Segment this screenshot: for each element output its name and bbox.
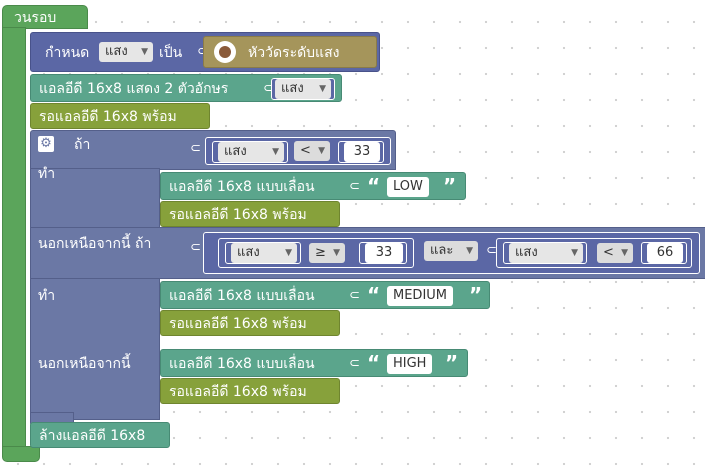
compare-block-1[interactable]: แสง▼ <▼ 33 xyxy=(205,137,391,165)
cond1-number-field[interactable]: 33 xyxy=(344,142,380,162)
led-clear-label: ล้างแอลอีดี 16x8 xyxy=(39,428,146,444)
input-connector-icon: ⊂ xyxy=(190,240,201,255)
wait-label: รอแอลอีดี 16x8 พร้อม xyxy=(169,207,307,223)
if-label: ถ้า xyxy=(74,137,91,153)
cond1-variable-dropdown[interactable]: แสง▼ xyxy=(218,142,284,162)
led-scroll-block-medium[interactable]: แอลอีดี 16x8 แบบเลื่อน ⊂ “ MEDIUM ” xyxy=(160,281,490,309)
else-label: นอกเหนือจากนี้ xyxy=(38,356,131,372)
compare-block-2a[interactable]: แสง▼ ≥▼ 33 xyxy=(218,238,414,268)
chevron-down-icon: ▼ xyxy=(621,248,628,258)
do2-label: ทำ xyxy=(38,288,56,304)
led-clear-block[interactable]: ล้างแอลอีดี 16x8 xyxy=(30,422,170,448)
chevron-down-icon: ▼ xyxy=(333,248,340,258)
cond1-operator-dropdown[interactable]: <▼ xyxy=(294,141,330,161)
chevron-down-icon: ▼ xyxy=(319,84,326,94)
cond2a-variable-block[interactable]: แสง▼ xyxy=(225,242,301,264)
show-variable-dropdown[interactable]: แสง▼ xyxy=(275,79,331,99)
text-field-low[interactable]: LOW xyxy=(387,177,429,197)
led-scroll-label: แอลอีดี 16x8 แบบเลื่อน xyxy=(169,356,315,372)
chevron-down-icon: ▼ xyxy=(466,246,473,256)
input-connector-icon: ⊂ xyxy=(197,44,208,60)
input-connector-icon: ⊂ xyxy=(349,288,360,303)
cond2a-number-field[interactable]: 33 xyxy=(365,243,403,263)
set-label: กำหนด xyxy=(45,45,90,61)
led-scroll-label: แอลอีดี 16x8 แบบเลื่อน xyxy=(169,179,315,195)
led-scroll-label: แอลอีดี 16x8 แบบเลื่อน xyxy=(169,288,315,304)
chevron-down-icon: ▼ xyxy=(141,47,148,57)
loop-label: วนรอบ xyxy=(14,10,57,26)
cond2b-variable-dropdown[interactable]: แสง▼ xyxy=(509,243,583,263)
set-to-label: เป็น xyxy=(159,45,183,61)
wait-label: รอแอลอีดี 16x8 พร้อม xyxy=(169,384,307,400)
gear-icon[interactable]: ⚙ xyxy=(38,136,54,152)
cond2b-operator-dropdown[interactable]: <▼ xyxy=(597,243,633,263)
close-quote-icon: ” xyxy=(443,174,457,198)
loop-spine xyxy=(2,27,26,449)
loop-block[interactable] xyxy=(2,5,88,29)
elseif-label: นอกเหนือจากนี้ ถ้า xyxy=(38,236,152,252)
text-field-medium[interactable]: MEDIUM xyxy=(387,286,454,306)
light-sensor-icon xyxy=(214,41,236,63)
light-sensor-label: หัววัดระดับแสง xyxy=(248,45,340,61)
if-block-spine xyxy=(30,168,160,420)
close-quote-icon: ” xyxy=(445,351,459,375)
chevron-down-icon: ▼ xyxy=(285,248,292,258)
led-show-block[interactable]: แอลอีดี 16x8 แสดง 2 ตัวอักษร ⊂ แสง▼ xyxy=(30,74,342,102)
led-show-label: แอลอีดี 16x8 แสดง 2 ตัวอักษร xyxy=(39,81,229,97)
led-scroll-block-high[interactable]: แอลอีดี 16x8 แบบเลื่อน ⊂ “ HIGH ” xyxy=(160,349,468,377)
set-variable-block[interactable]: กำหนด แสง▼ เป็น ⊂ หัววัดระดับแสง xyxy=(30,32,380,72)
do-label: ทำ xyxy=(38,166,56,182)
chevron-down-icon: ▼ xyxy=(272,147,279,157)
loop-bottom xyxy=(2,446,40,462)
cond2a-variable-dropdown[interactable]: แสง▼ xyxy=(231,243,297,263)
cond2b-variable-block[interactable]: แสง▼ xyxy=(503,242,587,264)
cond2a-number-block[interactable]: 33 xyxy=(359,242,407,264)
and-operator-dropdown[interactable]: และ▼ xyxy=(424,241,478,261)
close-quote-icon: ” xyxy=(469,283,483,307)
cond2b-number-field[interactable]: 66 xyxy=(647,243,683,263)
open-quote-icon: “ xyxy=(367,174,381,198)
wait-label: รอแอลอีดี 16x8 พร้อม xyxy=(39,109,177,125)
input-connector-icon: ⊂ xyxy=(349,179,360,194)
chevron-down-icon: ▼ xyxy=(318,146,325,156)
chevron-down-icon: ▼ xyxy=(571,248,578,258)
input-connector-icon: ⊂ xyxy=(349,356,360,371)
cond2a-operator-dropdown[interactable]: ≥▼ xyxy=(309,243,345,263)
set-variable-dropdown[interactable]: แสง▼ xyxy=(99,42,153,62)
cond1-number-block[interactable]: 33 xyxy=(338,141,384,163)
wait-label: รอแอลอีดี 16x8 พร้อม xyxy=(169,316,307,332)
input-connector-icon: ⊂ xyxy=(263,81,274,96)
wait-block[interactable]: รอแอลอีดี 16x8 พร้อม xyxy=(160,378,340,404)
open-quote-icon: “ xyxy=(367,283,381,307)
led-scroll-block-low[interactable]: แอลอีดี 16x8 แบบเลื่อน ⊂ “ LOW ” xyxy=(160,172,466,200)
wait-block[interactable]: รอแอลอีดี 16x8 พร้อม xyxy=(160,201,340,227)
cond1-variable-block[interactable]: แสง▼ xyxy=(212,141,288,163)
open-quote-icon: “ xyxy=(367,351,381,375)
light-sensor-block[interactable]: หัววัดระดับแสง xyxy=(203,36,377,68)
compare-block-2b[interactable]: แสง▼ <▼ 66 xyxy=(496,238,692,268)
and-block[interactable]: แสง▼ ≥▼ 33 และ▼ ⊂ แสง▼ <▼ 66 xyxy=(203,232,700,274)
wait-block[interactable]: รอแอลอีดี 16x8 พร้อม xyxy=(160,310,340,336)
text-field-high[interactable]: HIGH xyxy=(387,354,433,374)
input-connector-icon: ⊂ xyxy=(486,243,497,258)
show-variable-block[interactable]: แสง▼ xyxy=(271,78,335,100)
wait-block[interactable]: รอแอลอีดี 16x8 พร้อม xyxy=(30,103,210,129)
cond2b-number-block[interactable]: 66 xyxy=(641,242,687,264)
input-connector-icon: ⊂ xyxy=(190,141,201,156)
